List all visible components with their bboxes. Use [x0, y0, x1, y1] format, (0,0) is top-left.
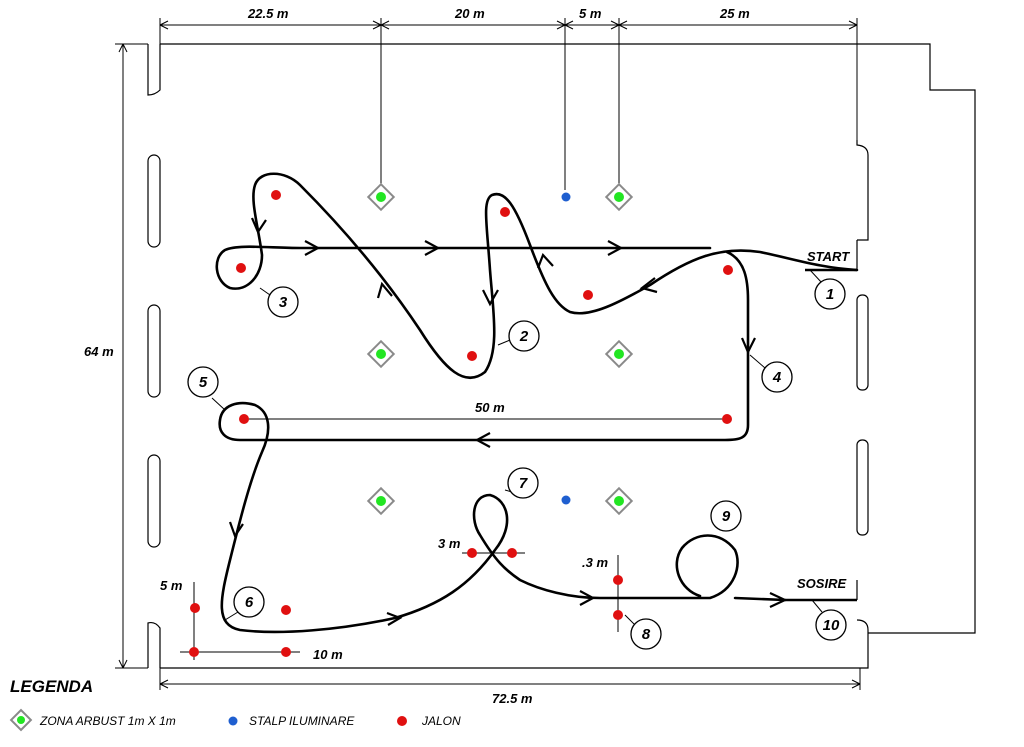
- station-3: 3: [267, 286, 299, 318]
- dimension-labels: 22.5 m 20 m 5 m 25 m 64 m 72.5 m 50 m 5 …: [84, 6, 750, 706]
- cone-icon: [722, 414, 732, 424]
- legend-shrub-label: ZONA ARBUST 1m X 1m: [39, 714, 176, 728]
- cone-icon: [507, 548, 517, 558]
- cone-icon: [467, 548, 477, 558]
- dim-left-long: 10 m: [313, 647, 343, 662]
- dim-top-3: 5 m: [579, 6, 602, 21]
- dim-gate-7: 3 m: [438, 536, 461, 551]
- svg-text:8: 8: [642, 626, 651, 643]
- svg-text:3: 3: [279, 294, 288, 311]
- dim-top-1: 22.5 m: [247, 6, 289, 21]
- station-2: 2: [508, 320, 540, 352]
- dim-top-4: 25 m: [719, 6, 750, 21]
- svg-text:10: 10: [823, 617, 840, 634]
- legend-light-pole-label: STALP ILUMINARE: [249, 714, 355, 728]
- cone-icon: [281, 647, 291, 657]
- cone-icon: [467, 351, 477, 361]
- cone-icon: [236, 263, 246, 273]
- start-label: START: [807, 249, 850, 264]
- cone-icon: [271, 190, 281, 200]
- cone-icon: [613, 610, 623, 620]
- light-poles: [561, 192, 571, 505]
- dim-middle: 50 m: [475, 400, 505, 415]
- shrub-zone-icon: [604, 182, 634, 212]
- dim-left-short: 5 m: [160, 578, 183, 593]
- light-pole-icon: [228, 716, 238, 726]
- finish-label: SOSIRE: [797, 576, 846, 591]
- light-pole-icon: [561, 495, 571, 505]
- shrub-zones: [366, 182, 634, 516]
- legend: LEGENDA ZONA ARBUST 1m X 1m STALP ILUMIN…: [9, 677, 461, 732]
- station-7: 7: [507, 467, 539, 499]
- cone-icon: [500, 207, 510, 217]
- dim-top-2: 20 m: [454, 6, 485, 21]
- shrub-zone-icon: [604, 486, 634, 516]
- light-pole-icon: [561, 192, 571, 202]
- cone-icon: [239, 414, 249, 424]
- shrub-zone-icon: [9, 708, 33, 732]
- station-leaders: [211, 269, 823, 626]
- svg-text:4: 4: [772, 369, 782, 386]
- cone-icon: [281, 605, 291, 615]
- course-boundary: [147, 43, 976, 669]
- direction-arrows: [228, 217, 788, 626]
- station-10: 10: [815, 609, 847, 641]
- dimension-lines: [115, 18, 861, 690]
- station-6: 6: [233, 586, 265, 618]
- shrub-zone-icon: [366, 486, 396, 516]
- station-4: 4: [761, 361, 793, 393]
- cone-icon: [397, 716, 407, 726]
- svg-text:6: 6: [245, 594, 254, 611]
- legend-title: LEGENDA: [10, 677, 93, 696]
- station-9: 9: [710, 500, 742, 532]
- cone-icon: [583, 290, 593, 300]
- svg-text:7: 7: [519, 475, 528, 492]
- shrub-zone-icon: [366, 339, 396, 369]
- svg-text:9: 9: [722, 508, 731, 525]
- cone-icon: [723, 265, 733, 275]
- stations: 1 2 3 4 5 6 7 8 9 10: [187, 278, 847, 650]
- shrub-zone-icon: [366, 182, 396, 212]
- dim-width: 72.5 m: [492, 691, 533, 706]
- driving-path: [215, 172, 859, 634]
- station-5: 5: [187, 366, 219, 398]
- cone-icon: [190, 603, 200, 613]
- dim-gate-8: .3 m: [582, 555, 608, 570]
- svg-text:5: 5: [199, 374, 208, 391]
- svg-text:2: 2: [519, 328, 529, 345]
- cones: [189, 190, 733, 657]
- station-8: 8: [630, 618, 662, 650]
- svg-text:1: 1: [826, 286, 834, 303]
- cone-icon: [613, 575, 623, 585]
- cone-icon: [189, 647, 199, 657]
- shrub-zone-icon: [604, 339, 634, 369]
- station-1: 1: [814, 278, 846, 310]
- dim-height: 64 m: [84, 344, 114, 359]
- legend-cone-label: JALON: [421, 714, 461, 728]
